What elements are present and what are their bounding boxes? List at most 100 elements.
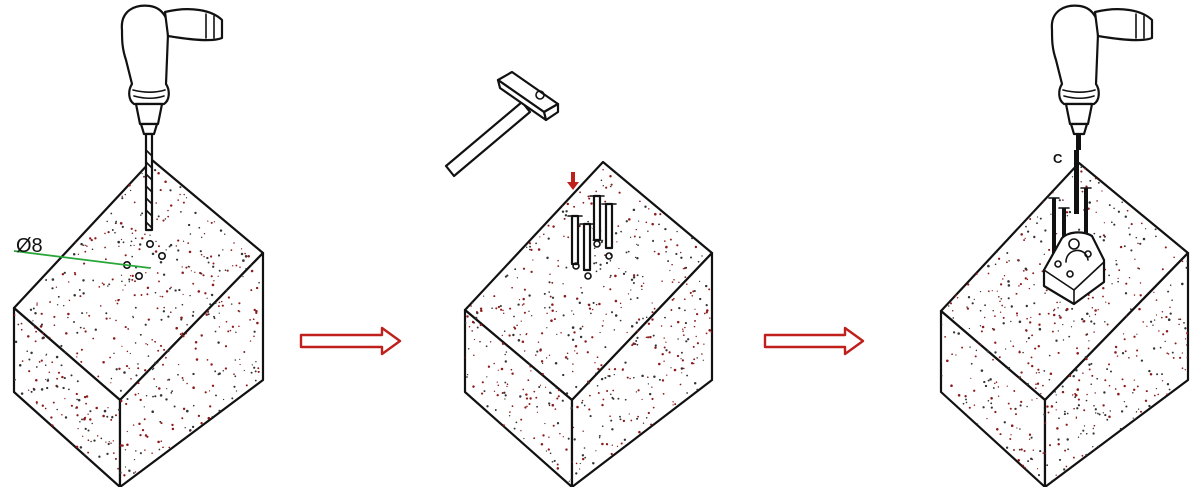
speckle [944, 336, 946, 338]
speckle [479, 193, 482, 196]
speckle [637, 415, 639, 418]
speckle [1036, 468, 1039, 470]
speckle [515, 421, 518, 424]
speckle [120, 399, 123, 403]
speckle [618, 191, 621, 194]
speckle [222, 249, 224, 251]
speckle [656, 427, 658, 429]
speckle [987, 399, 990, 402]
speckle [528, 403, 531, 405]
speckle [955, 447, 958, 450]
speckle [1102, 239, 1106, 242]
speckle [188, 250, 192, 254]
speckle [1091, 306, 1094, 309]
speckle [700, 231, 703, 234]
speckle [1096, 377, 1099, 380]
speckle [83, 468, 86, 471]
speckle [636, 343, 639, 346]
speckle [221, 196, 225, 199]
speckle [154, 250, 158, 253]
speckle [671, 281, 674, 283]
speckle [186, 382, 188, 385]
speckle [14, 378, 16, 381]
speckle [1165, 329, 1169, 333]
speckle [999, 283, 1003, 286]
speckle [649, 189, 653, 192]
speckle [146, 372, 148, 375]
speckle [961, 346, 964, 349]
speckle [471, 208, 473, 210]
speckle [85, 473, 88, 476]
speckle [971, 456, 974, 459]
speckle [623, 470, 626, 473]
speckle [989, 460, 992, 463]
speckle [695, 335, 697, 338]
speckle [1020, 448, 1023, 451]
speckle [579, 462, 581, 465]
speckle [1167, 290, 1170, 293]
speckle [951, 408, 954, 411]
speckle [223, 233, 226, 235]
speckle [1024, 267, 1028, 270]
speckle [1015, 312, 1019, 315]
speckle [1037, 474, 1041, 477]
speckle [1071, 307, 1074, 310]
speckle [596, 384, 599, 387]
speckle [1057, 351, 1060, 354]
speckle [501, 392, 504, 394]
speckle [1076, 407, 1079, 410]
speckle [537, 215, 541, 219]
speckle [175, 173, 178, 176]
speckle [200, 253, 203, 256]
speckle [945, 232, 948, 234]
speckle [1097, 181, 1100, 184]
speckle [151, 410, 154, 413]
speckle [1133, 294, 1136, 296]
speckle [28, 162, 31, 165]
speckle [56, 304, 59, 306]
speckle [60, 201, 63, 204]
speckle [470, 305, 472, 307]
speckle [496, 457, 498, 459]
speckle [473, 338, 476, 341]
speckle [1135, 355, 1138, 357]
speckle [114, 222, 117, 225]
speckle [976, 423, 978, 425]
speckle [1146, 417, 1149, 420]
speckle [192, 404, 195, 407]
speckle [506, 240, 508, 242]
speckle [38, 361, 41, 363]
speckle [73, 321, 75, 323]
speckle [258, 281, 260, 284]
speckle [605, 443, 609, 446]
speckle [1031, 334, 1034, 337]
speckle [231, 325, 235, 328]
speckle [542, 233, 545, 236]
speckle [1179, 446, 1182, 449]
speckle [617, 397, 620, 400]
speckle [611, 428, 614, 431]
speckle [684, 326, 686, 329]
speckle [612, 460, 615, 464]
speckle [471, 320, 475, 324]
speckle [54, 161, 57, 164]
speckle [973, 192, 977, 196]
speckle [1102, 295, 1104, 298]
speckle [1157, 169, 1160, 172]
speckle [497, 384, 500, 387]
speckle [177, 239, 180, 242]
speckle [203, 462, 206, 465]
speckle [1055, 401, 1058, 404]
speckle [551, 309, 554, 313]
speckle [1088, 315, 1091, 317]
speckle [1018, 351, 1021, 354]
speckle [1152, 347, 1156, 350]
speckle [639, 443, 642, 446]
speckle [1152, 461, 1155, 464]
speckle [636, 243, 638, 246]
speckle [965, 398, 967, 401]
speckle [194, 347, 197, 350]
speckle [237, 177, 240, 181]
speckle [206, 310, 210, 313]
speckle [246, 190, 249, 193]
